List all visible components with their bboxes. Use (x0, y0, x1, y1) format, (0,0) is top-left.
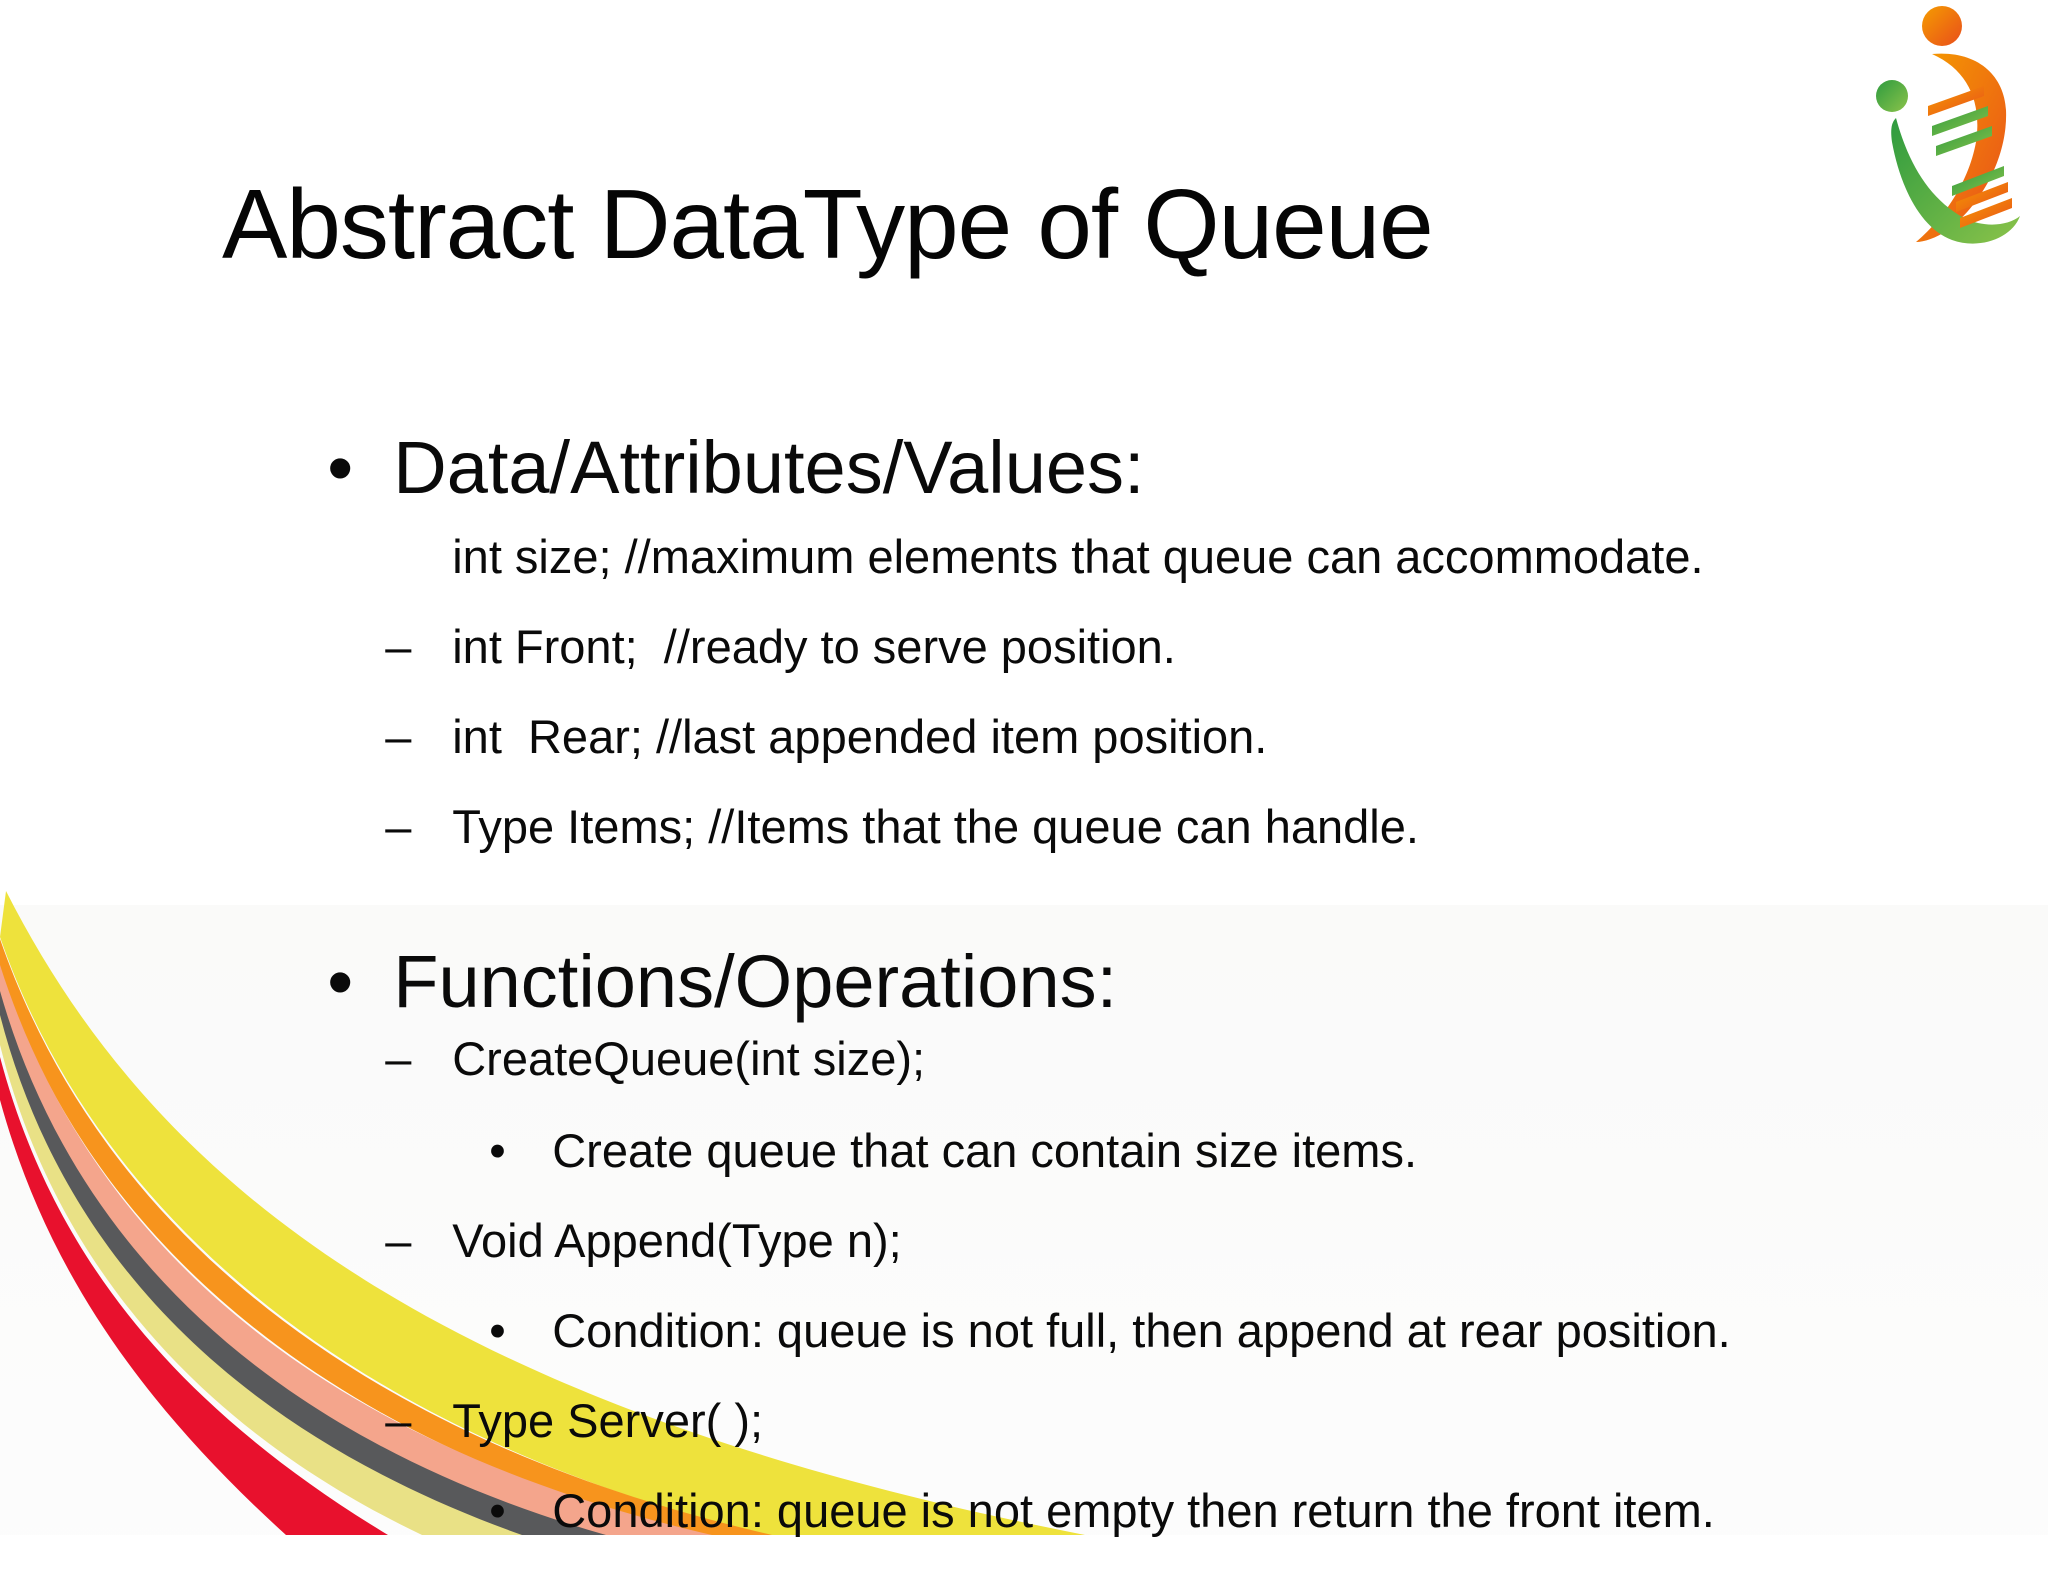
list-item-text: Create queue that can contain size items… (552, 1124, 1418, 1178)
bullet-icon: • (327, 426, 354, 510)
sub-item-server-condition: • Condition: queue is not empty then retu… (437, 1430, 1715, 1592)
swoosh-salmon-band (0, 965, 712, 1535)
logo-orange-head (1922, 6, 1962, 46)
list-item-type-server: –Type Server( ); (333, 1340, 763, 1502)
sub-bullet-icon: • (489, 1304, 506, 1358)
swoosh-yellow-band (0, 891, 1085, 1535)
section-heading-text: Data/Attributes/Values: (393, 426, 1145, 510)
dash-icon: – (385, 1032, 412, 1086)
dna-people-logo-icon (1876, 6, 2020, 244)
list-item-int-size: int size; //maximum elements that queue … (400, 476, 1704, 638)
logo-rung-green-2 (1936, 126, 1992, 156)
logo-rung-green-1 (1932, 106, 1988, 136)
list-item-text: Void Append(Type n); (452, 1214, 902, 1268)
logo-rung-orange-1 (1928, 86, 1984, 116)
logo-orange-strand (1916, 53, 2007, 242)
swoosh-gray-band (0, 991, 606, 1535)
logo-green-head (1876, 80, 1908, 112)
presentation-slide: Abstract DataType of Queue • Data/Attribu… (0, 6, 2048, 1537)
section-heading-text: Functions/Operations: (393, 940, 1118, 1024)
sub-item-create-queue: • Create queue that can contain size item… (437, 1070, 1417, 1232)
list-item-text: int Front; //ready to serve position. (452, 620, 1176, 674)
logo-green-strand (1891, 118, 2020, 244)
logo-rung-orange-3 (1960, 198, 2012, 228)
swoosh-pale-yellow-band (0, 1015, 522, 1535)
list-item-text: Type Server( ); (452, 1394, 764, 1448)
sub-bullet-icon: • (489, 1124, 506, 1178)
slide-title: Abstract DataType of Queue (222, 169, 1434, 279)
dash-icon: – (385, 710, 412, 764)
logo-rung-green-3 (1952, 166, 2004, 196)
bullet-icon: • (327, 940, 354, 1024)
list-item-int-front: –int Front; //ready to serve position. (333, 566, 1176, 728)
dash-icon: – (385, 1214, 412, 1268)
section-heading-data-attributes: • Data/Attributes/Values: (245, 340, 1145, 595)
list-item-text: int Rear; //last appended item position. (452, 710, 1268, 764)
list-item-text: Condition: queue is not empty then retur… (552, 1484, 1715, 1538)
swoosh-red-band (0, 1057, 388, 1535)
list-item-int-rear: –int Rear; //last appended item position… (333, 656, 1267, 818)
sub-bullet-icon: • (489, 1484, 506, 1538)
list-item-createqueue: –CreateQueue(int size); (333, 978, 925, 1140)
list-item-text: int size; //maximum elements that queue … (452, 530, 1704, 584)
corner-swoosh-decoration (0, 891, 1085, 1535)
section-heading-functions-operations: • Functions/Operations: (245, 854, 1117, 1109)
list-item-text: Type Items; //Items that the queue can h… (452, 800, 1419, 854)
dash-icon: – (385, 1394, 412, 1448)
list-item-void-append: –Void Append(Type n); (333, 1160, 902, 1322)
list-item-type-items: –Type Items; //Items that the queue can … (333, 746, 1419, 908)
sub-item-append-condition: • Condition: queue is not full, then appe… (437, 1250, 1731, 1412)
logo-rung-orange-2 (1956, 182, 2008, 212)
dash-icon: – (385, 620, 412, 674)
list-item-text: CreateQueue(int size); (452, 1032, 926, 1086)
list-item-text: Condition: queue is not full, then appen… (552, 1304, 1731, 1358)
dash-icon: – (385, 800, 412, 854)
